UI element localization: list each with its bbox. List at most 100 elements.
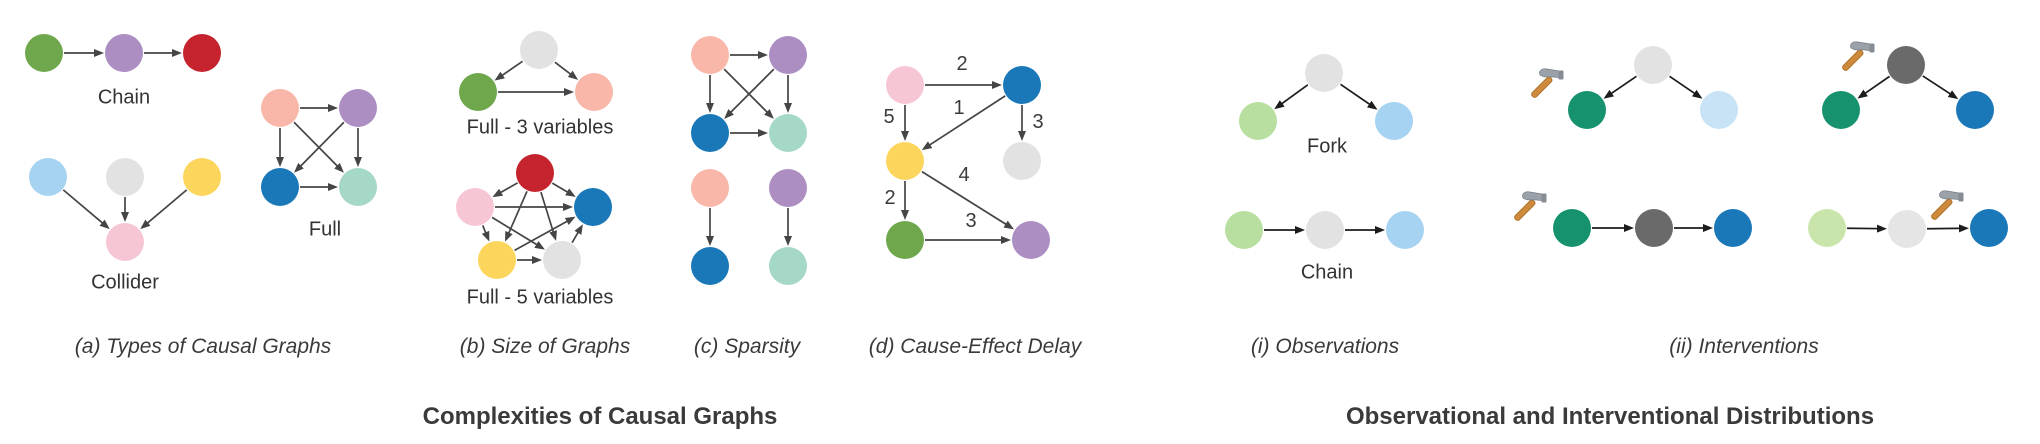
graph-size-full5	[456, 154, 612, 279]
section-title-complexities: Complexities of Causal Graphs	[422, 403, 778, 430]
node-green	[459, 73, 497, 111]
node-gray	[543, 241, 581, 279]
node-gray	[1306, 211, 1344, 249]
intervention-hammer-icon	[1842, 41, 1875, 71]
node-yellow	[183, 158, 221, 196]
node-dark_gray	[1635, 209, 1673, 247]
causal-edge	[514, 216, 576, 252]
node-blue	[261, 168, 299, 206]
node-light_blue	[1386, 211, 1424, 249]
node-gray	[1305, 54, 1343, 92]
causal-edge	[571, 224, 583, 244]
node-salmon	[691, 36, 729, 74]
node-dark_teal	[1822, 91, 1860, 129]
node-light_blue	[29, 158, 67, 196]
node-pale_blue	[1700, 91, 1738, 129]
caption-interventions: (ii) Interventions	[1669, 335, 1819, 358]
caption-types-of-causal-graphs: (a) Types of Causal Graphs	[74, 335, 332, 358]
node-green	[886, 221, 924, 259]
node-blue	[1003, 66, 1041, 104]
causal-edge	[1340, 83, 1378, 110]
graph-label-full5: Full - 5 variables	[466, 286, 614, 309]
graph-obs-fork	[1239, 54, 1413, 140]
node-light_gray	[1888, 210, 1926, 248]
node-gray	[106, 158, 144, 196]
node-mint	[769, 114, 807, 152]
node-yellow	[478, 241, 516, 279]
node-purple	[769, 36, 807, 74]
caption-sparsity: (c) Sparsity	[693, 335, 801, 358]
node-light_green	[1225, 211, 1263, 249]
graph-label-full3: Full - 3 variables	[466, 116, 614, 139]
section-title-distributions: Observational and Interventional Distrib…	[1345, 403, 1875, 430]
node-light_blue	[1375, 102, 1413, 140]
graph-size-full3	[459, 31, 613, 111]
causal-edge	[554, 61, 579, 80]
node-pink	[106, 223, 144, 261]
causal-edge	[62, 189, 110, 230]
graph-label-obs-chain: Chain	[1300, 261, 1354, 284]
edge-delay-label: 1	[953, 97, 964, 119]
node-light_green	[1239, 102, 1277, 140]
graph-int-fork-1	[1531, 46, 1738, 129]
caption-cause-effect-delay: (d) Cause-Effect Delay	[868, 335, 1082, 358]
graph-sparsity-sparse	[691, 169, 807, 285]
node-blue	[1714, 209, 1752, 247]
causal-edge	[921, 170, 1015, 230]
node-mint	[769, 247, 807, 285]
causal-edge	[491, 216, 545, 250]
node-purple	[339, 89, 377, 127]
node-blue	[1970, 209, 2008, 247]
node-blue	[691, 114, 729, 152]
graph-int-chain-1	[1514, 191, 1752, 247]
node-blue	[691, 247, 729, 285]
graph-sparsity-dense	[691, 36, 807, 152]
caption-observations: (i) Observations	[1250, 335, 1400, 358]
causal-edge	[494, 60, 524, 81]
causal-edge	[551, 182, 576, 197]
graph-label-chain: Chain	[97, 86, 151, 109]
node-salmon	[261, 89, 299, 127]
node-red	[516, 154, 554, 192]
causal-edge	[921, 95, 1006, 151]
causal-edge	[723, 68, 774, 119]
graph-int-chain-2	[1808, 190, 2008, 248]
intervention-hammer-icon	[1514, 191, 1547, 221]
node-red	[183, 34, 221, 72]
causal-edge	[140, 189, 188, 230]
node-salmon	[691, 169, 729, 207]
edge-delay-label: 3	[965, 210, 976, 232]
node-blue	[1956, 91, 1994, 129]
node-green	[25, 34, 63, 72]
intervention-hammer-icon	[1531, 68, 1564, 98]
causal-edge	[724, 68, 775, 119]
node-gray	[1634, 46, 1672, 84]
node-salmon	[575, 73, 613, 111]
edge-delay-label: 2	[956, 53, 967, 75]
node-blue	[574, 188, 612, 226]
edge-delay-label: 4	[958, 164, 969, 186]
edge-delay-label: 3	[1032, 111, 1043, 133]
causal-edge	[1922, 75, 1959, 100]
graph-label-fork: Fork	[1307, 135, 1347, 158]
node-dark_teal	[1568, 91, 1606, 129]
graph-types-collider	[29, 158, 221, 261]
node-pink	[456, 188, 494, 226]
causal-edge	[505, 190, 528, 242]
graph-types-full	[261, 89, 377, 206]
node-purple	[1012, 221, 1050, 259]
causal-edge	[293, 121, 344, 173]
causal-edge	[1857, 75, 1891, 99]
causal-edge	[492, 182, 519, 198]
node-pink	[886, 66, 924, 104]
edge-delay-label: 5	[883, 106, 894, 128]
graph-label-full: Full	[308, 218, 342, 241]
graph-label-collider: Collider	[91, 271, 159, 294]
node-mint	[339, 168, 377, 206]
graph-obs-chain	[1225, 211, 1424, 249]
graph-types-chain	[25, 34, 221, 72]
node-gray	[520, 31, 558, 69]
node-pale_green	[1808, 209, 1846, 247]
